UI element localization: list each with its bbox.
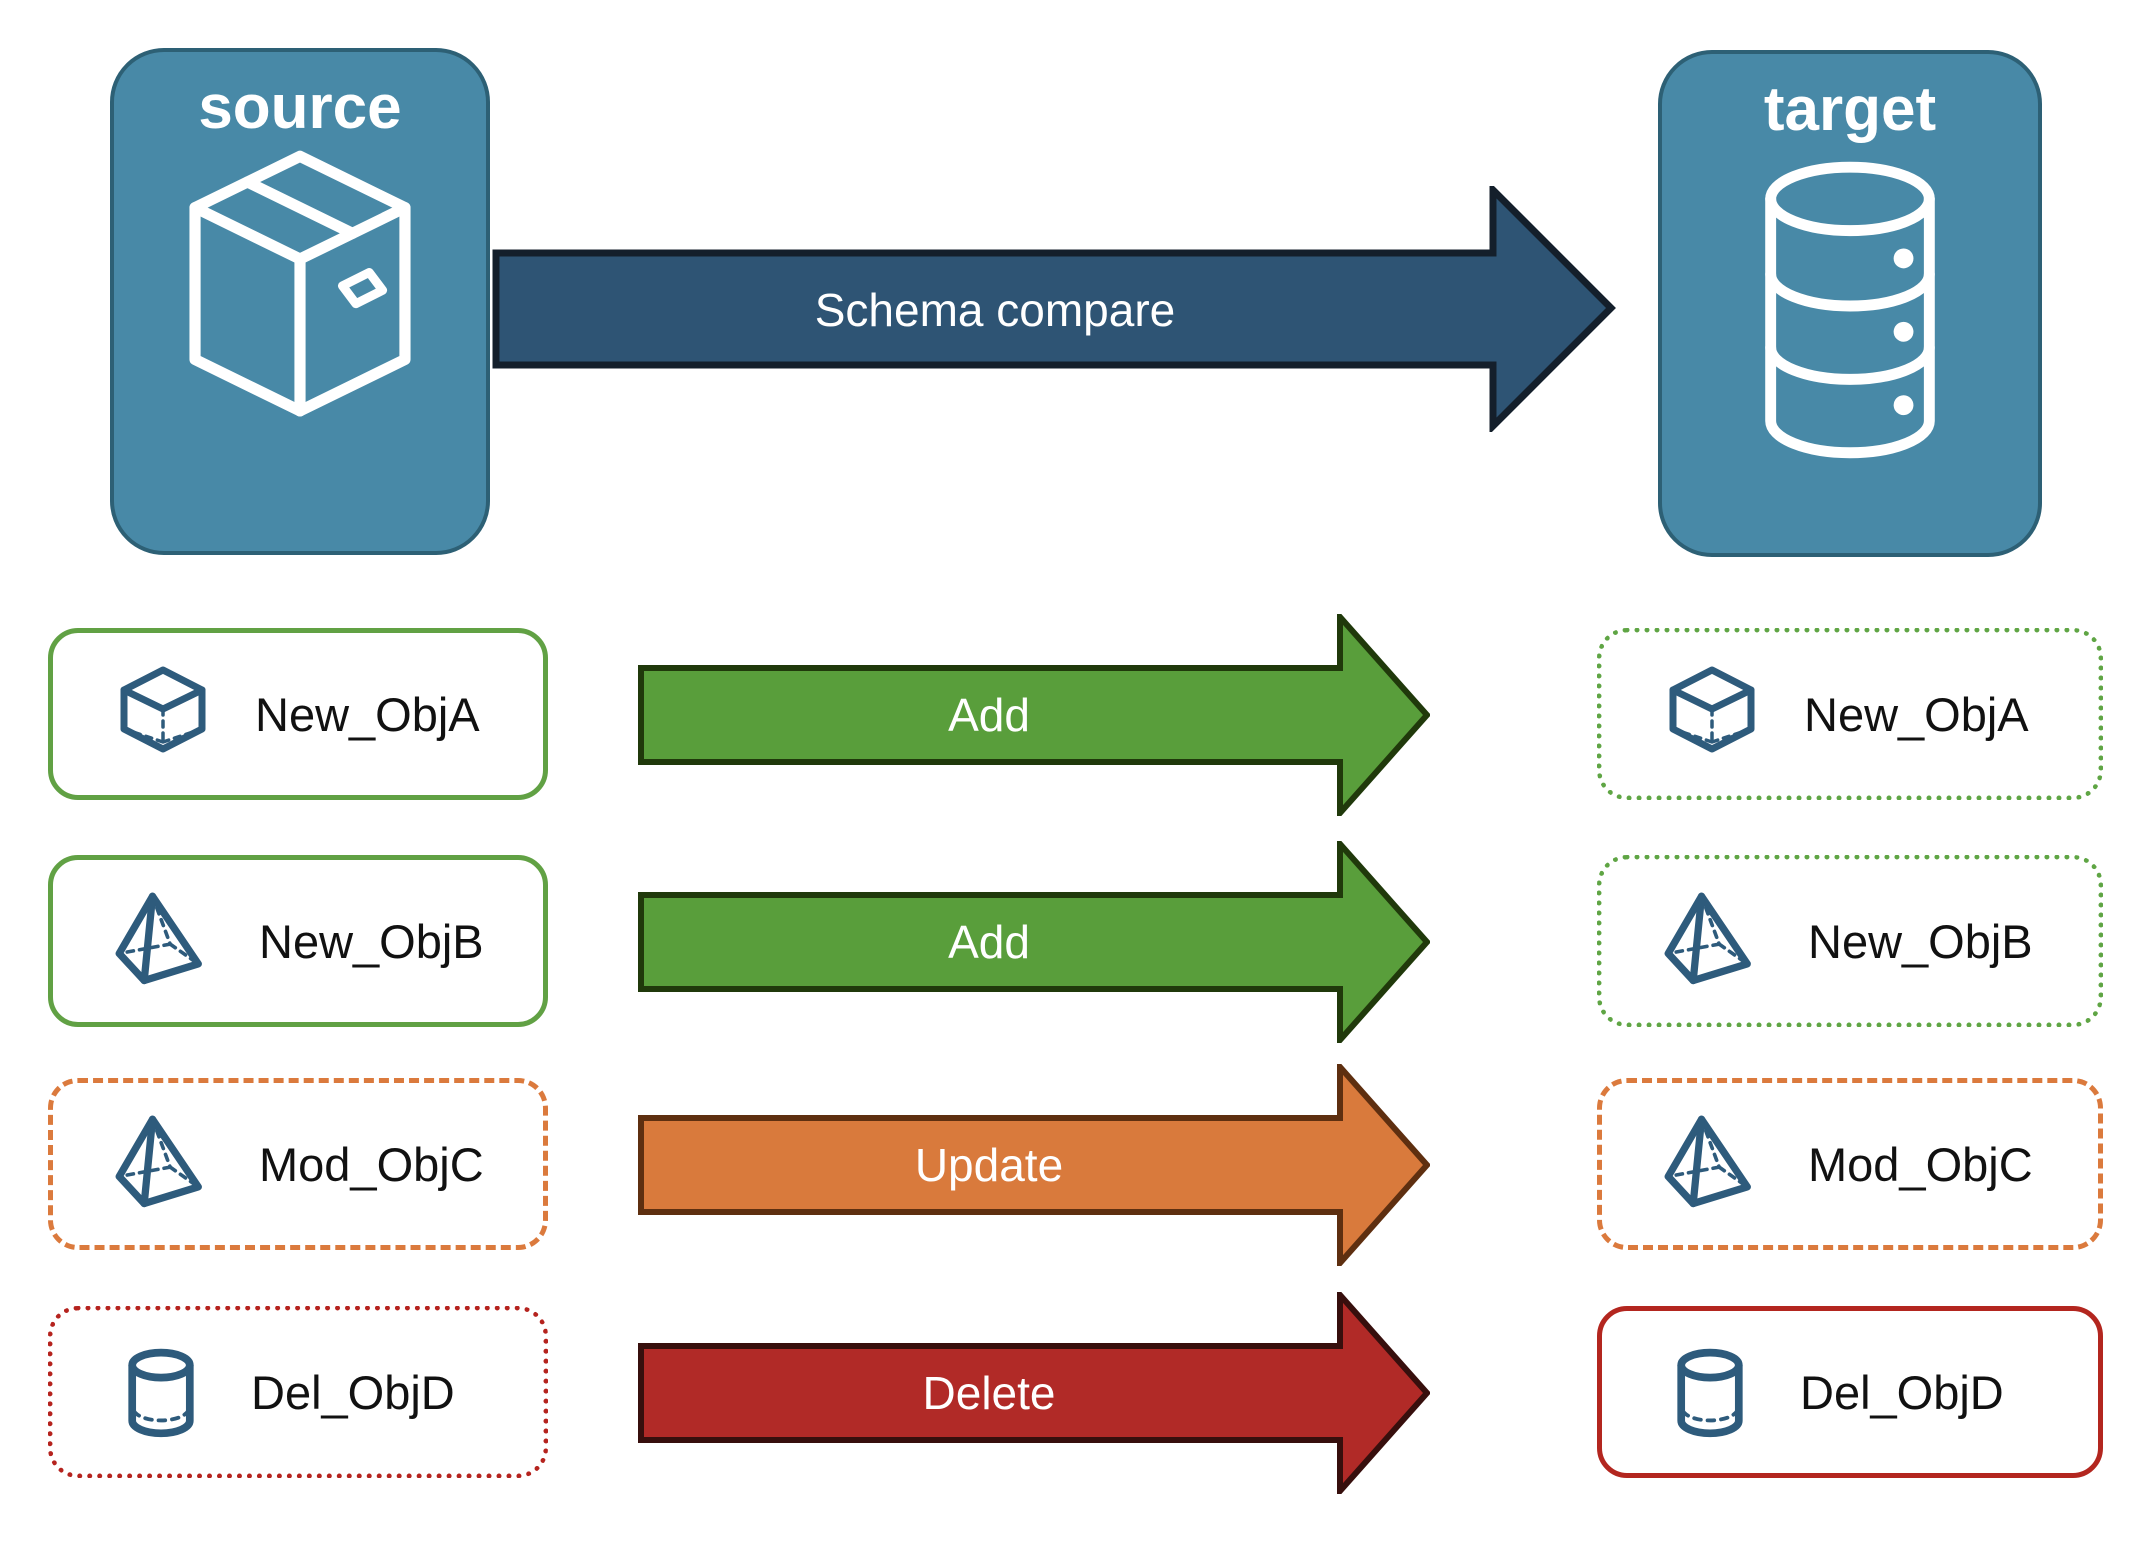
pyramid-icon: [1664, 1115, 1751, 1208]
pyramid-icon: [1664, 892, 1751, 985]
delete-arrow-label-row4: Delete: [922, 1367, 1056, 1419]
schema-compare-arrow: [492, 186, 1616, 432]
source-title: source: [198, 73, 402, 142]
cube-icon: [120, 666, 206, 753]
add-arrow-label-row1: Add: [948, 689, 1030, 741]
target-object-del-objd: Del_ObjD: [1597, 1306, 2103, 1478]
target-title: target: [1763, 75, 1937, 144]
object-name: Mod_ObjC: [259, 1137, 484, 1191]
cylinder-icon: [1677, 1348, 1743, 1438]
target-object-new-obja: New_ObjA: [1597, 628, 2103, 800]
target-object-new-objb: New_ObjB: [1597, 855, 2103, 1027]
update-arrow-label-row3: Update: [914, 1139, 1064, 1191]
source-object-new-objb: New_ObjB: [48, 855, 548, 1027]
add-arrow-label-row2: Add: [948, 916, 1030, 968]
schema-compare-label: Schema compare: [814, 284, 1176, 336]
object-name: New_ObjB: [259, 914, 484, 968]
source-object-mod-objc: Mod_ObjC: [48, 1078, 548, 1250]
database-icon: [1765, 161, 1935, 459]
pyramid-icon: [115, 1115, 202, 1208]
target-card: target: [1658, 50, 2042, 557]
package-box-icon: [189, 150, 411, 417]
source-object-new-obja: New_ObjA: [48, 628, 548, 800]
add-arrow-row1: [638, 614, 1430, 816]
object-name: Del_ObjD: [1800, 1365, 2004, 1419]
pyramid-icon: [115, 892, 202, 985]
source-card: source: [110, 48, 490, 555]
object-name: Mod_ObjC: [1808, 1137, 2033, 1191]
object-name: New_ObjA: [1804, 687, 2029, 741]
object-name: Del_ObjD: [251, 1365, 455, 1419]
object-name: New_ObjB: [1808, 914, 2033, 968]
object-name: New_ObjA: [255, 687, 480, 741]
update-arrow-row3: [638, 1064, 1430, 1266]
cylinder-icon: [128, 1348, 194, 1438]
source-object-del-objd: Del_ObjD: [48, 1306, 548, 1478]
target-object-mod-objc: Mod_ObjC: [1597, 1078, 2103, 1250]
add-arrow-row2: [638, 841, 1430, 1043]
delete-arrow-row4: [638, 1292, 1430, 1494]
cube-icon: [1669, 666, 1755, 753]
